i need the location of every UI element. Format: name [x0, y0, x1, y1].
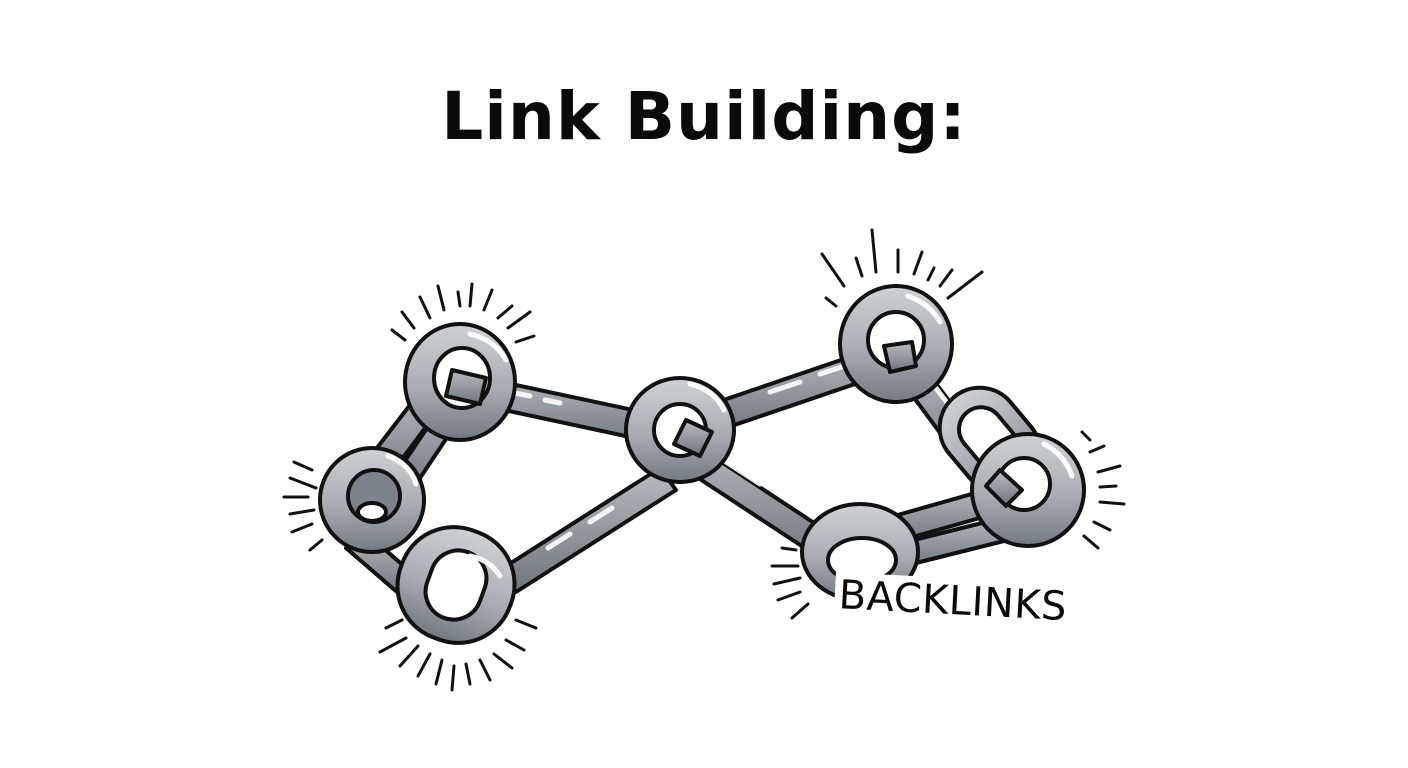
- sparkle-burst-lines: [282, 228, 1126, 692]
- page-title: Link Building:: [441, 78, 967, 155]
